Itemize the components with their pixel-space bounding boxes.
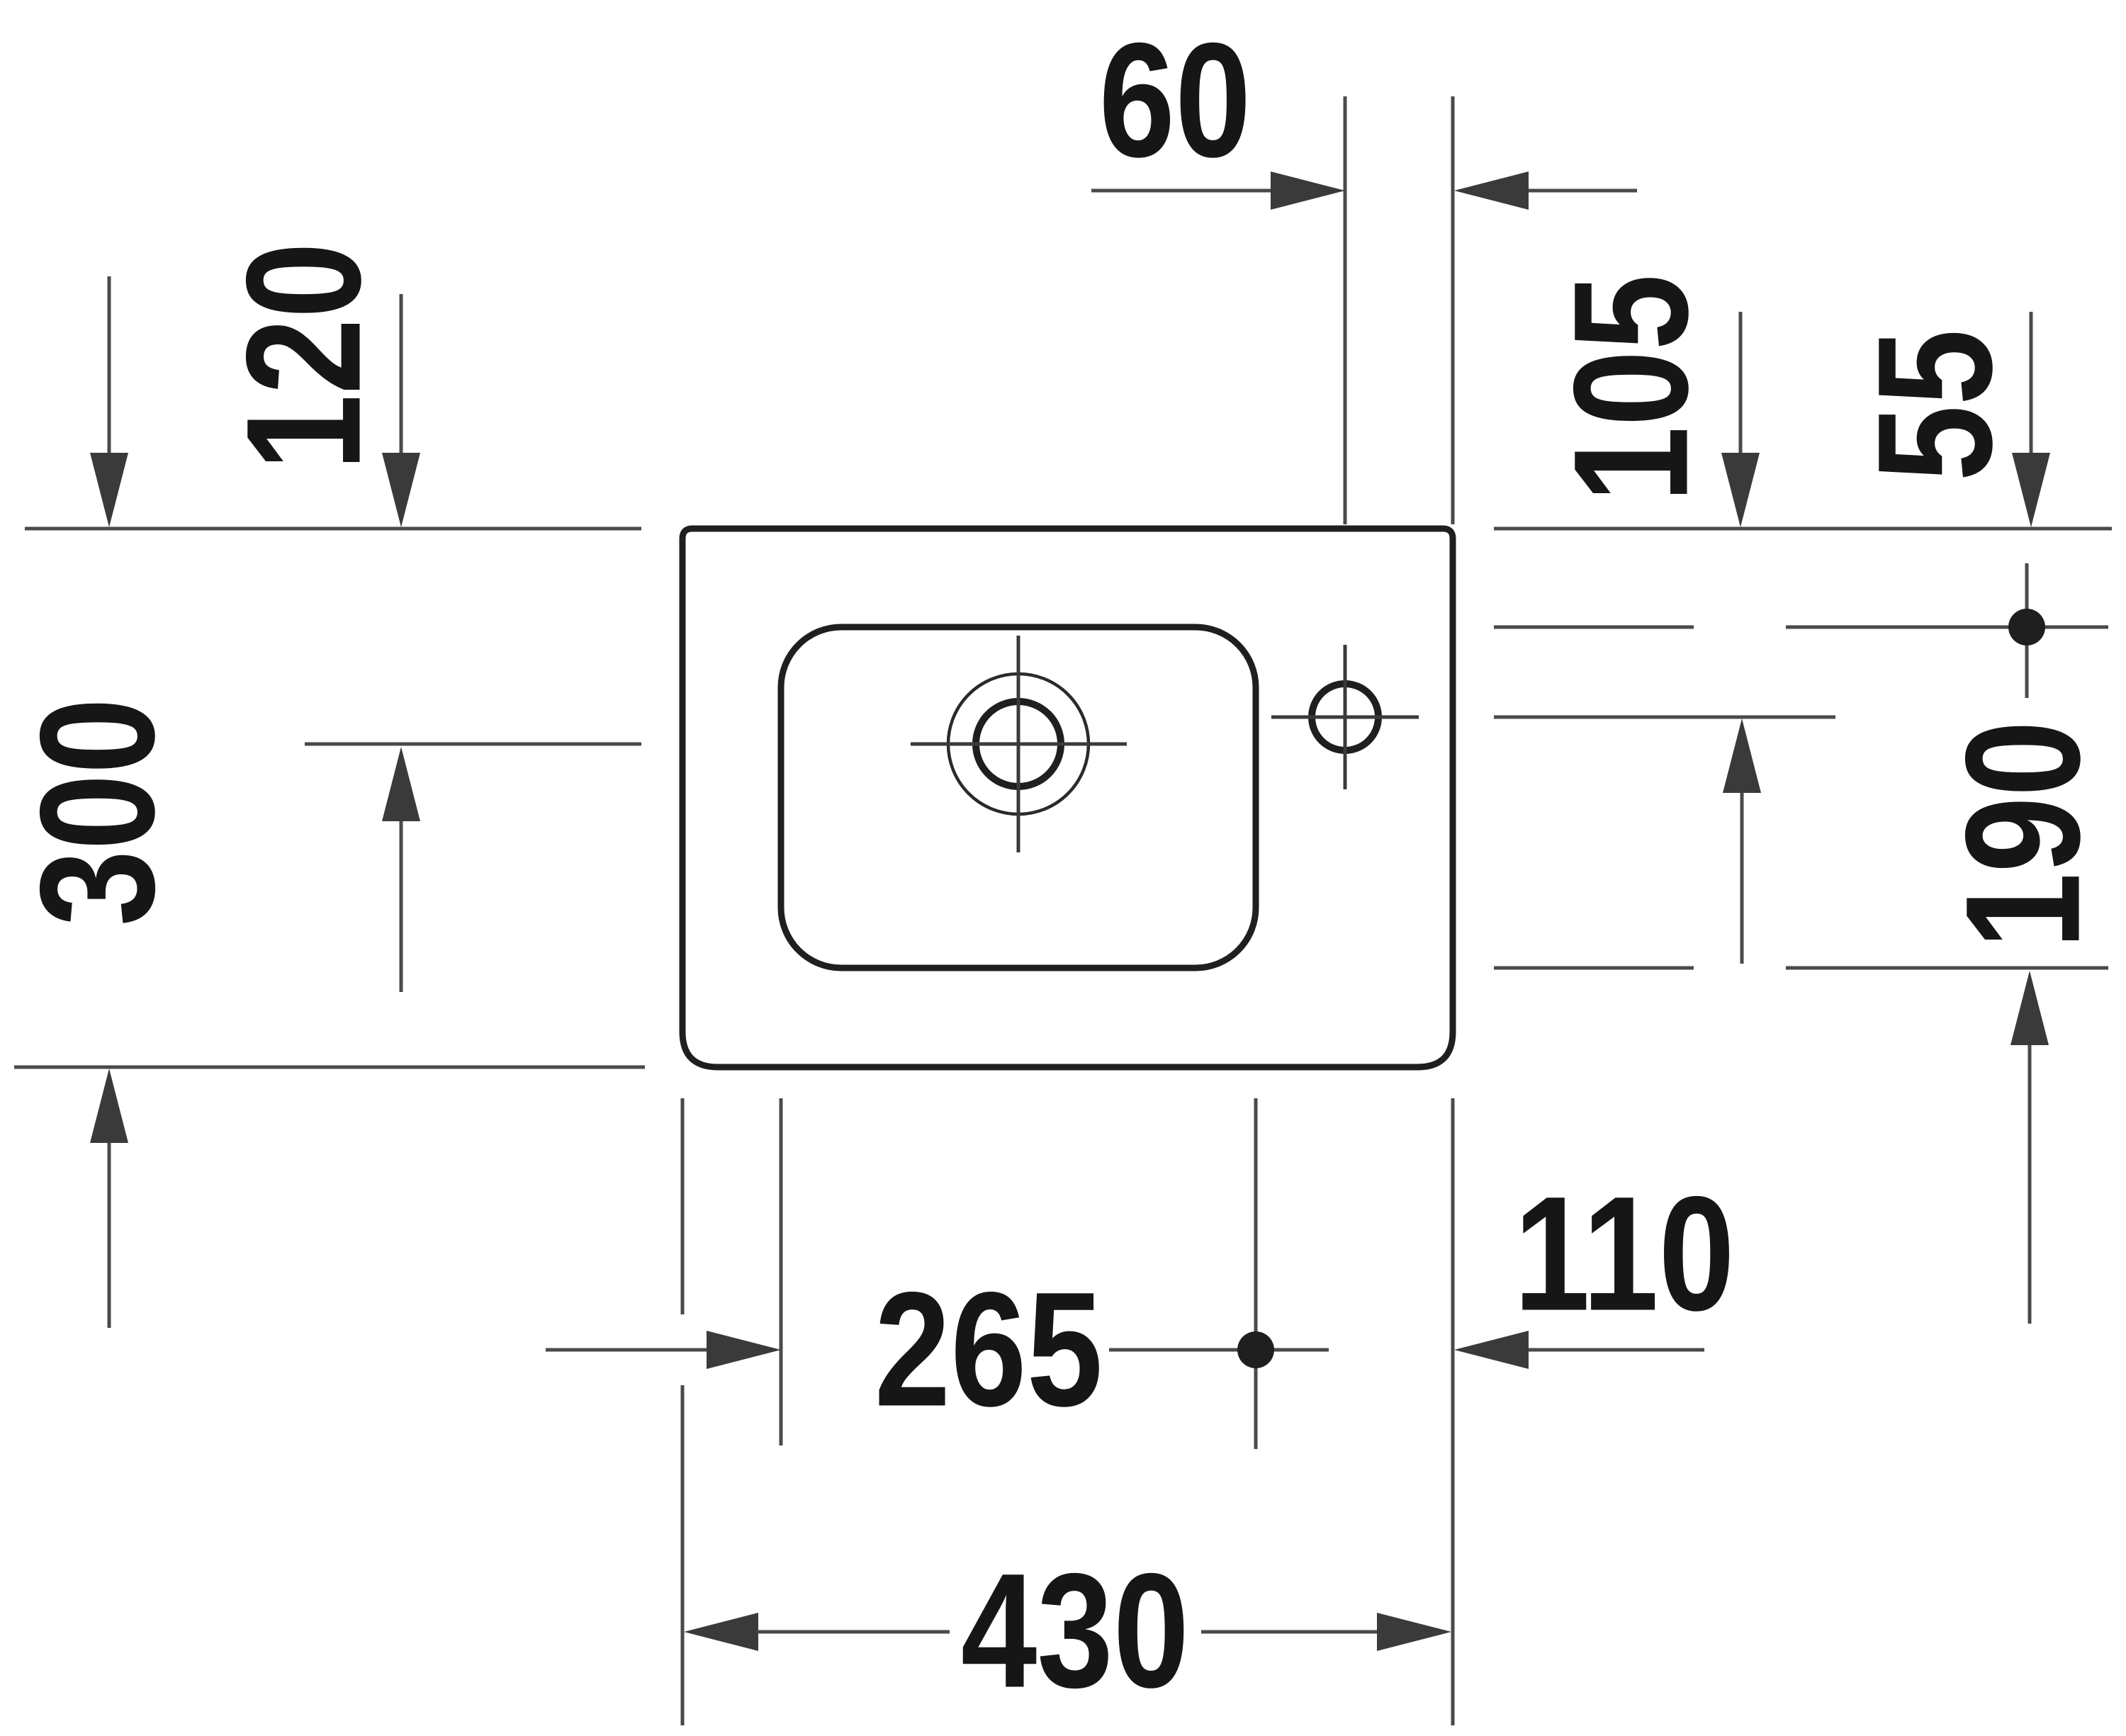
dim-basin-offset-from-top-edge: 55	[1845, 312, 2050, 698]
dim55-label: 55	[1845, 329, 2027, 482]
dim-basin-width: 265	[546, 1259, 1329, 1441]
dim-overall-width: 430	[684, 1540, 1451, 1723]
dim300-label: 300	[7, 698, 189, 926]
dim105-label: 105	[1541, 274, 1723, 502]
dim190-arrow-up-icon	[2010, 971, 2049, 1045]
basin-outline	[777, 624, 1259, 971]
dim120-label: 120	[213, 242, 395, 470]
dim-hole-depth-from-top-edge: 105	[1541, 274, 1761, 964]
dim105-arrow-down-icon	[1721, 453, 1760, 527]
dim430-arrow-left-icon	[684, 1613, 758, 1651]
dim60-arrow-right-icon	[1271, 171, 1345, 210]
dim105-arrow-up-icon	[1723, 718, 1761, 793]
extension-lines	[14, 96, 2112, 1725]
sink-body	[679, 525, 1456, 1071]
dim265-arrow-right-icon	[707, 1331, 781, 1369]
dim110-label: 110	[1514, 1163, 1735, 1346]
dim265-label: 265	[874, 1259, 1103, 1441]
dim60-arrow-left-icon	[1454, 171, 1529, 210]
dim-hole-offset-from-right-edge: 60	[1091, 10, 1637, 210]
faucet-hole	[911, 636, 1127, 852]
dim55-arrow-down-icon	[2012, 453, 2050, 527]
dim-basin-offset-from-right-edge: 110	[1454, 1163, 1735, 1369]
dim60-label: 60	[1099, 10, 1252, 192]
sink-outer-outline	[679, 525, 1456, 1071]
dim55-dot-terminator	[2008, 609, 2045, 646]
dim430-arrow-right-icon	[1377, 1613, 1451, 1651]
dim110-arrow-left-icon	[1454, 1331, 1529, 1369]
dim430-label: 430	[961, 1540, 1189, 1723]
dim120-arrow-up-icon	[382, 747, 420, 821]
dim120-arrow-down-icon	[382, 453, 420, 527]
dim-basin-depth: 190	[1933, 721, 2115, 1324]
dim300-arrow-up-icon	[90, 1069, 128, 1143]
dim-faucet-depth-from-top-edge: 120	[213, 242, 420, 992]
dim265-dot-terminator	[1237, 1331, 1274, 1368]
dim-overall-depth: 300	[7, 276, 189, 1328]
side-hole	[1271, 645, 1419, 789]
dim190-label: 190	[1933, 721, 2115, 949]
dim300-arrow-down-icon	[90, 453, 128, 527]
